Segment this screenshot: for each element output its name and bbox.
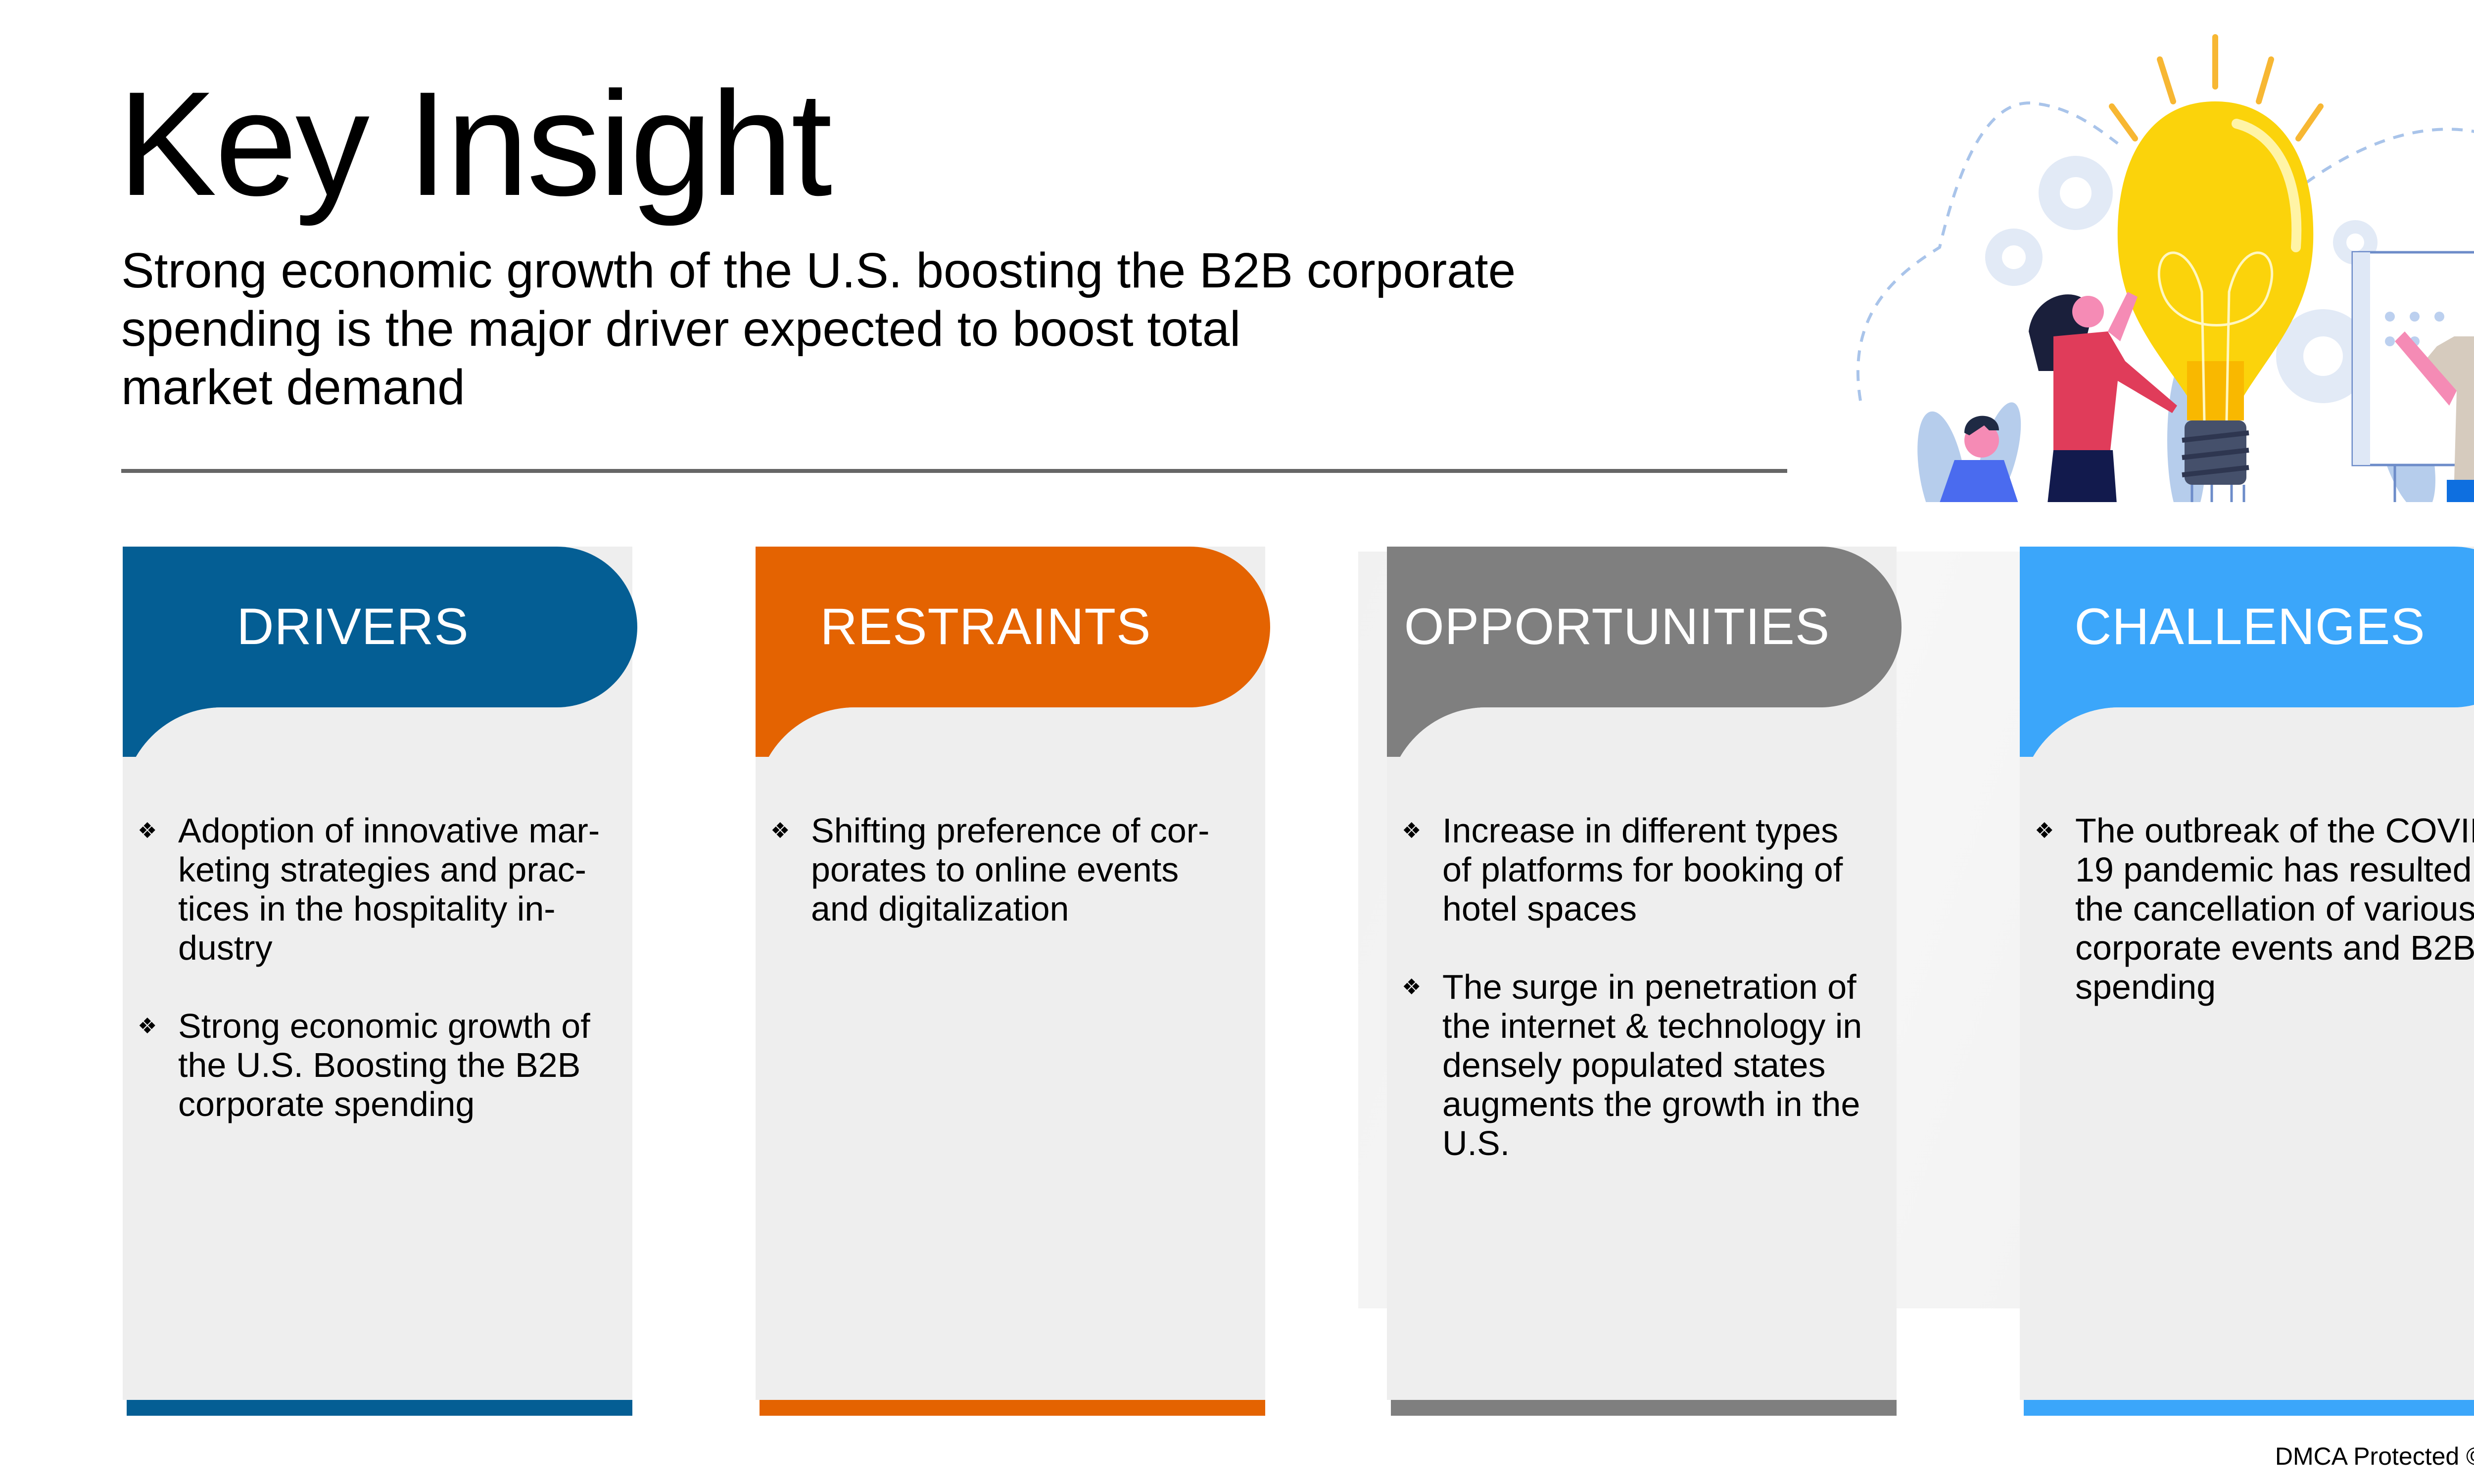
bullet-list: ❖Increase in different types of platform… <box>1402 811 1877 1202</box>
subtitle-line: market demand <box>121 360 465 415</box>
title-divider <box>121 469 1787 473</box>
page-subtitle: Strong economic growth of the U.S. boost… <box>121 241 1705 417</box>
card-title: DRIVERS <box>237 598 469 655</box>
header-tail <box>2020 707 2119 757</box>
subtitle-line: spending is the major driver expected to… <box>121 301 1241 357</box>
page-title: Key Insight <box>118 60 832 227</box>
card-header: DRIVERS <box>123 547 637 707</box>
header-tail <box>123 707 222 757</box>
header-tail <box>756 707 855 757</box>
card-header: RESTRAINTS <box>756 547 1270 707</box>
card-header: CHALLENGES <box>2020 547 2474 707</box>
copyright-footer: DMCA Protected © DataBridge <box>2275 1442 2474 1470</box>
card-title: OPPORTUNITIES <box>1404 598 1830 655</box>
card-title: RESTRAINTS <box>820 598 1151 655</box>
list-item: ❖The surge in penetration of the interne… <box>1402 968 1862 1162</box>
diamond-bullet-icon: ❖ <box>2035 819 2054 843</box>
list-item: ❖Strong economic growth of the U.S. Boos… <box>138 1007 590 1123</box>
card-accent-bar <box>1391 1400 1897 1416</box>
bullet-list: ❖The outbreak of the COVID-19 pandemic h… <box>2035 811 2474 1046</box>
diamond-bullet-icon: ❖ <box>138 1014 157 1038</box>
diamond-bullet-icon: ❖ <box>138 819 157 843</box>
list-item: ❖Adoption of innovative mar-keting strat… <box>138 811 600 967</box>
card-title: CHALLENGES <box>2074 598 2426 655</box>
list-item: ❖Shifting preference of cor-porates to o… <box>770 811 1210 928</box>
card-accent-bar <box>127 1400 632 1416</box>
card-restraints: RESTRAINTS ❖Shifting preference of cor-p… <box>756 547 1270 1416</box>
diamond-bullet-icon: ❖ <box>1402 975 1422 999</box>
card-opportunities: OPPORTUNITIES ❖Increase in different typ… <box>1387 547 1902 1416</box>
diamond-bullet-icon: ❖ <box>770 819 790 843</box>
card-challenges: CHALLENGES ❖The outbreak of the COVID-19… <box>2020 547 2474 1416</box>
card-drivers: DRIVERS ❖Adoption of innovative mar-keti… <box>123 547 637 1416</box>
bullet-list: ❖Shifting preference of cor-porates to o… <box>770 811 1245 968</box>
bullet-list: ❖Adoption of innovative mar-keting strat… <box>138 811 613 1163</box>
list-item: ❖The outbreak of the COVID-19 pandemic h… <box>2035 811 2474 1006</box>
card-header: OPPORTUNITIES <box>1387 547 1902 707</box>
subtitle-line: Strong economic growth of the U.S. boost… <box>121 243 1516 298</box>
header-tail <box>1387 707 1486 757</box>
lightbulb-team-illustration <box>1841 15 2474 719</box>
diamond-bullet-icon: ❖ <box>1402 819 1422 843</box>
card-accent-bar <box>2024 1400 2474 1416</box>
card-accent-bar <box>760 1400 1265 1416</box>
list-item: ❖Increase in different types of platform… <box>1402 811 1843 928</box>
